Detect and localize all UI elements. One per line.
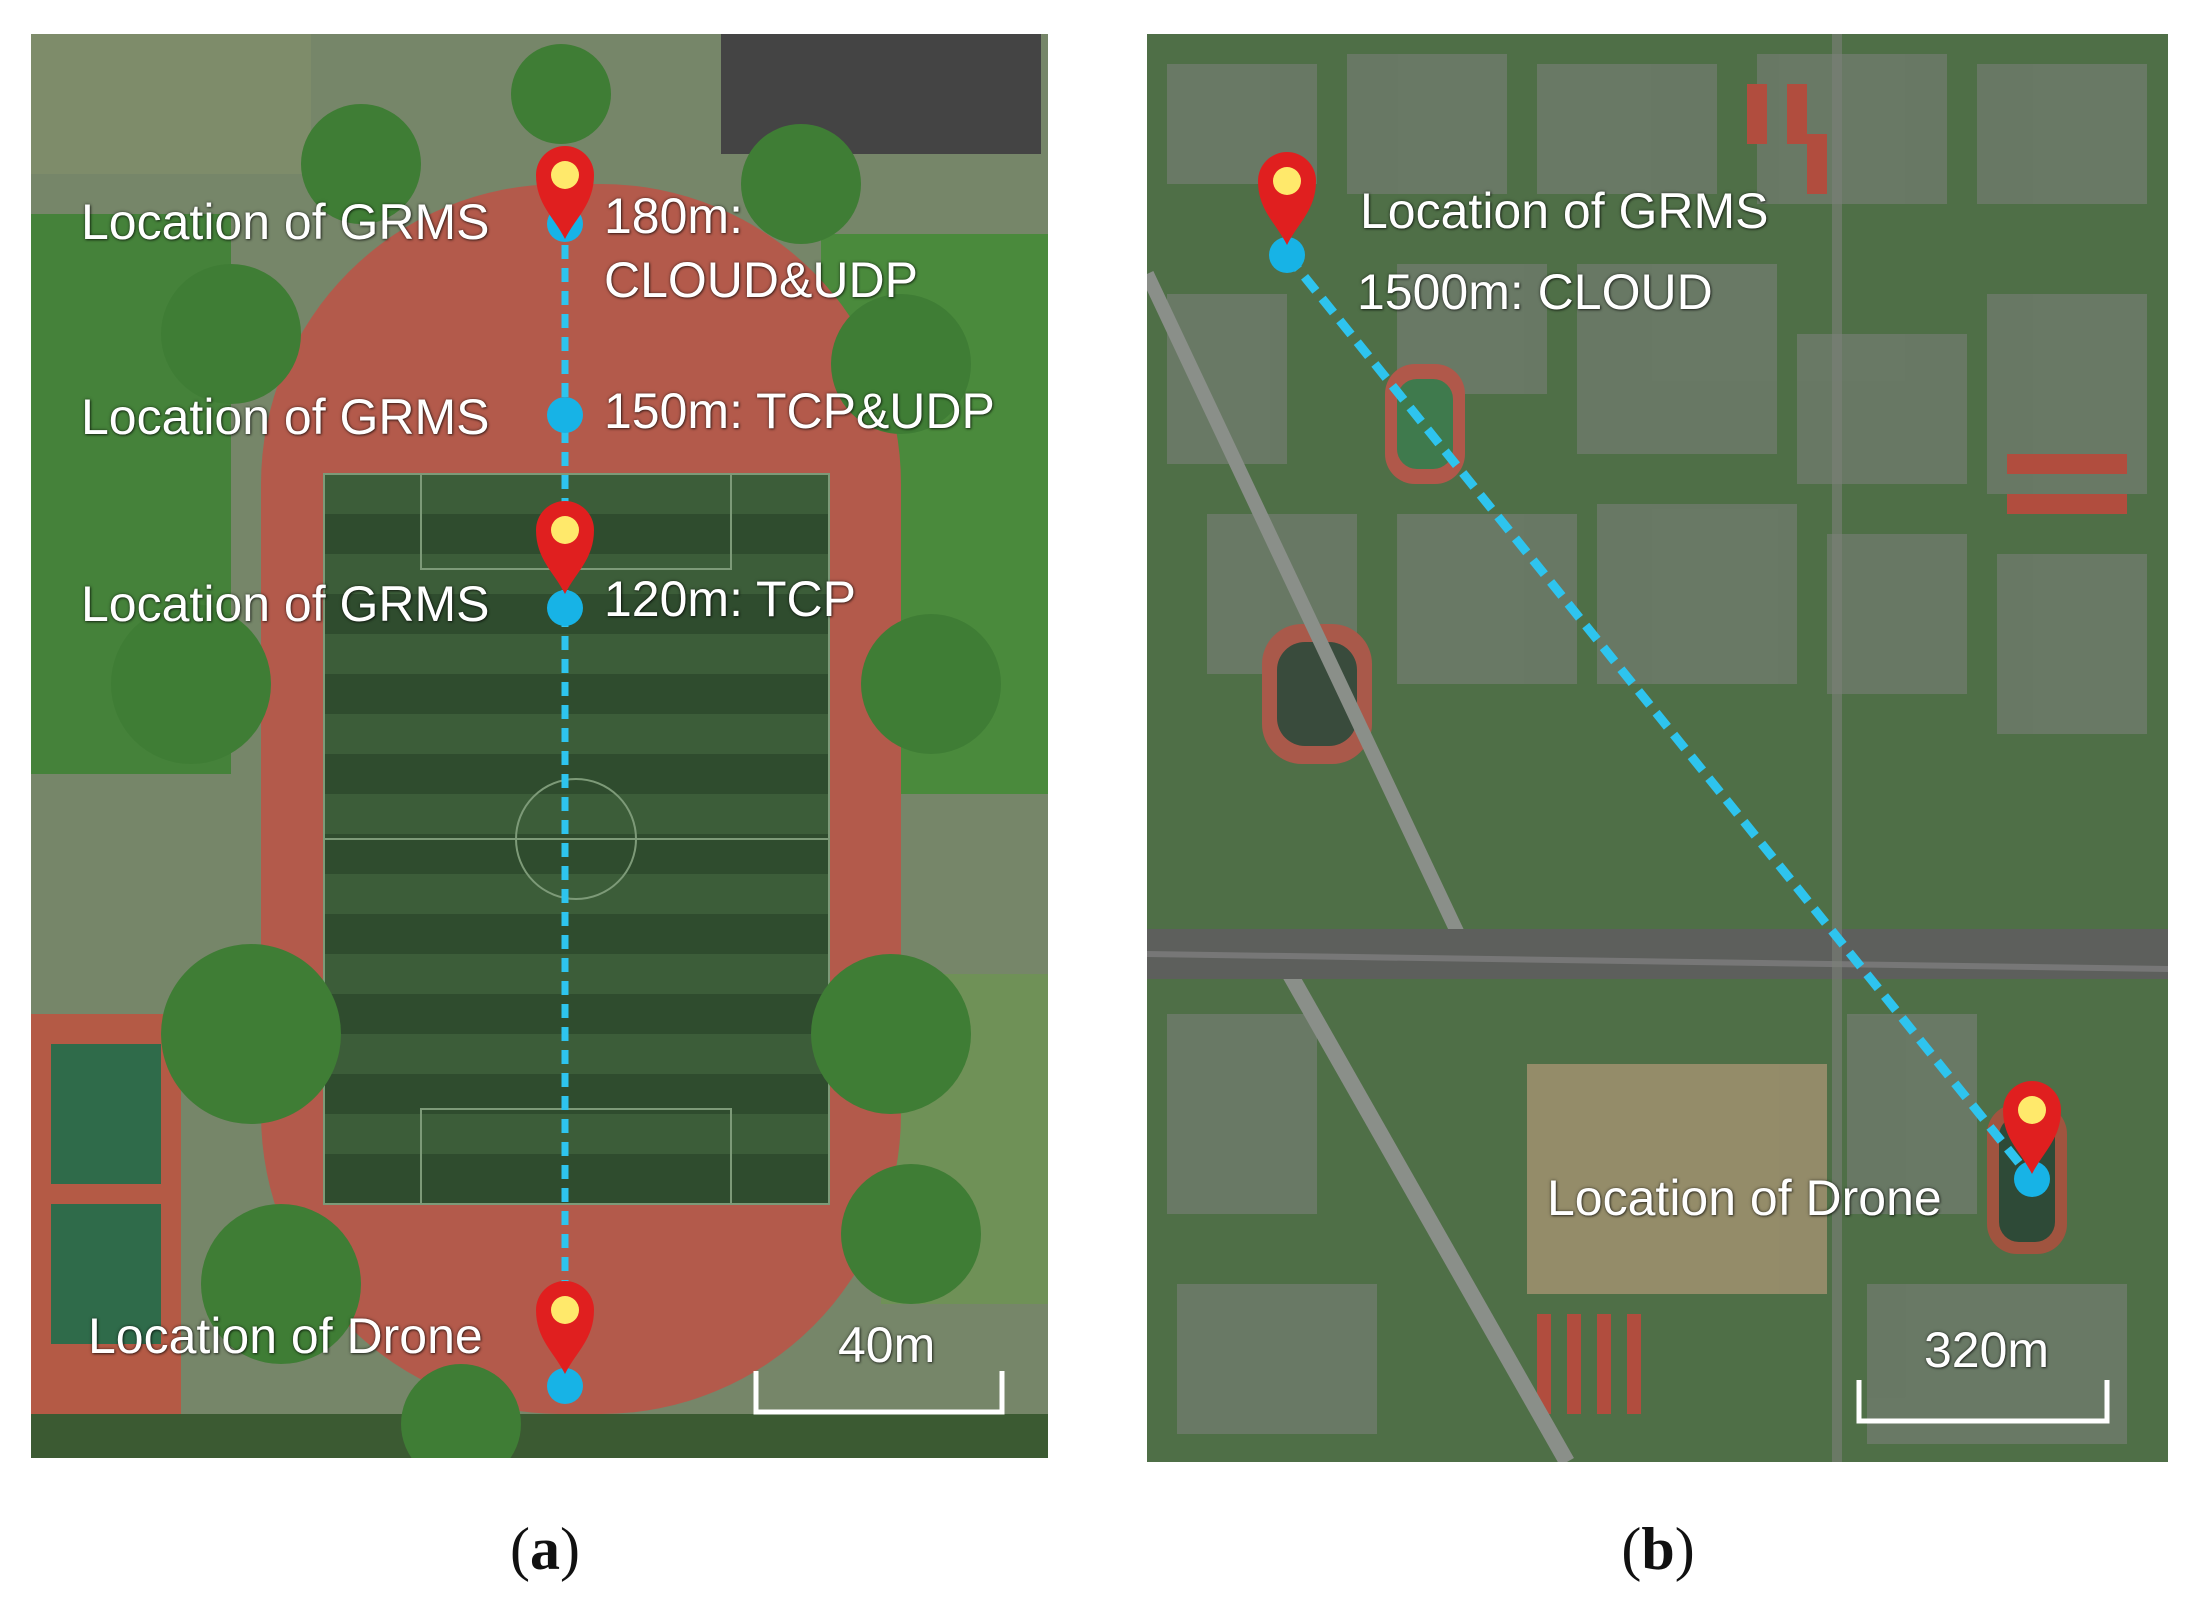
map-panel-b: Location of GRMS 1500m: CLOUD Location o…	[1147, 34, 2168, 1462]
grms-point-icon	[1258, 152, 1316, 273]
drone-point-icon	[536, 1281, 594, 1404]
grms-180-point-icon	[536, 146, 594, 242]
scale-bar-a	[753, 1371, 1005, 1415]
grms-distance-label: 1500m: CLOUD	[1357, 264, 1713, 320]
grms-180-location-label: Location of GRMS	[81, 194, 490, 250]
link-line-b	[1283, 252, 2036, 1182]
grms-120-distance-label: 120m: TCP	[604, 571, 856, 627]
drone-location-label-b: Location of Drone	[1547, 1170, 1942, 1226]
grms-180-protocol-label: CLOUD&UDP	[604, 252, 918, 308]
grms-120-point-icon	[536, 501, 594, 626]
scale-bar-a-label: 40m	[838, 1317, 936, 1373]
caption-b: (b)	[1621, 1516, 1695, 1582]
map-panel-a: Location of GRMS 180m: CLOUD&UDP Locatio…	[31, 34, 1048, 1458]
scale-bar-b-label: 320m	[1924, 1322, 2050, 1378]
grms-location-label: Location of GRMS	[1360, 183, 1769, 239]
drone-point-icon-b	[2003, 1081, 2061, 1197]
drone-location-label: Location of Drone	[88, 1308, 483, 1364]
grms-180-distance-label: 180m:	[604, 188, 743, 244]
scale-bar-b	[1856, 1380, 2110, 1424]
satellite-map-b	[1147, 34, 2168, 1462]
satellite-map-a	[31, 34, 1048, 1458]
grms-150-distance-label: 150m: TCP&UDP	[604, 383, 995, 439]
grms-150-point-icon	[547, 397, 583, 433]
grms-120-location-label: Location of GRMS	[81, 576, 490, 632]
grms-150-location-label: Location of GRMS	[81, 389, 490, 445]
caption-a: (a)	[510, 1516, 580, 1582]
